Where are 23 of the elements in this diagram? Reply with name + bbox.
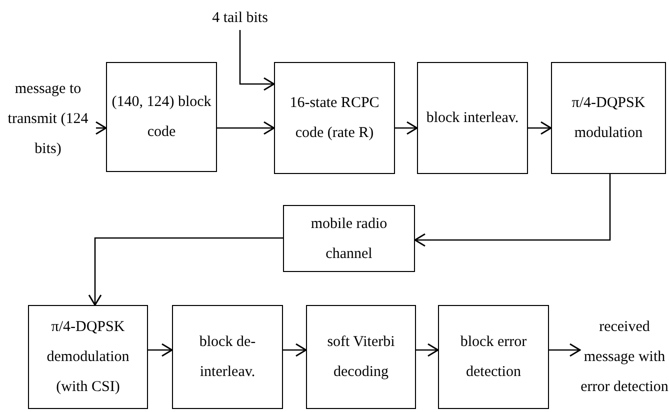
process-box: block de-interleav. bbox=[172, 305, 283, 409]
process-box: π/4-DQPSK demodulation (with CSI) bbox=[28, 305, 148, 409]
input-text: message to transmit (124 bits) bbox=[0, 70, 96, 168]
arrow bbox=[148, 343, 173, 357]
arrow bbox=[528, 121, 552, 135]
arrow bbox=[414, 174, 611, 247]
arrow bbox=[217, 121, 275, 135]
arrow bbox=[549, 343, 581, 357]
arrow bbox=[283, 343, 307, 357]
process-box: 16-state RCPC code (rate R) bbox=[274, 62, 395, 174]
arrow bbox=[88, 237, 283, 306]
input-text: 4 tail bits bbox=[190, 6, 290, 30]
arrow bbox=[416, 343, 439, 357]
arrow bbox=[95, 121, 107, 135]
output-text: received message with error detection bbox=[580, 305, 669, 409]
arrow bbox=[395, 121, 418, 135]
process-box: soft Viterbi decoding bbox=[306, 305, 416, 409]
arrow bbox=[239, 30, 275, 91]
process-box: mobile radio channel bbox=[283, 205, 415, 272]
process-box: block interleav. bbox=[417, 62, 528, 174]
process-box: (140, 124) block code bbox=[106, 62, 217, 172]
process-box: π/4-DQPSK modulation bbox=[551, 62, 666, 174]
process-box: block error detection bbox=[438, 305, 549, 409]
